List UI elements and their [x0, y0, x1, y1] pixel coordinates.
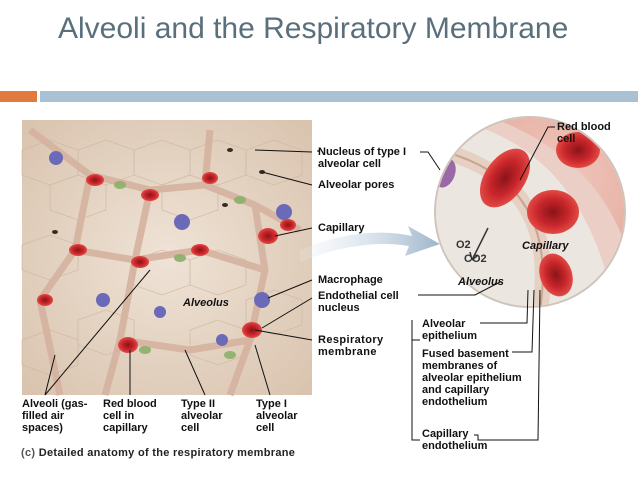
label-respiratory-membrane: Respiratory membrane	[318, 334, 384, 358]
label-fused-basement: Fused basement membranes of alveolar epi…	[422, 348, 522, 408]
leader-lines	[44, 126, 555, 441]
label-co2: CO2	[464, 253, 487, 265]
label-type1-cell: Type I alveolar cell	[256, 398, 298, 434]
label-o2: O2	[456, 239, 471, 251]
caption-tag: (c)	[21, 447, 36, 459]
label-type2-cell: Type II alveolar cell	[181, 398, 223, 434]
title-accent-bar-blue	[40, 91, 638, 102]
figure-caption: (c) Detailed anatomy of the respiratory …	[21, 447, 295, 459]
label-alveolus-tissue: Alveolus	[183, 297, 229, 309]
slide-title: Alveoli and the Respiratory Membrane	[58, 12, 569, 45]
label-alveoli: Alveoli (gas-filled air spaces)	[22, 398, 88, 434]
caption-text: Detailed anatomy of the respiratory memb…	[38, 447, 296, 459]
macrophages	[49, 151, 292, 346]
label-red-blood-cell-capillary: Red blood cell in capillary	[103, 398, 157, 434]
label-alveolar-epithelium: Alveolar epithelium	[422, 318, 478, 342]
capillary-rbcs	[37, 172, 296, 353]
label-capillary-endothelium: Capillary endothelium	[422, 428, 488, 452]
label-nucleus-type1: Nucleus of type I alveolar cell	[318, 146, 407, 170]
label-endothelial-nucleus: Endothelial cell nucleus	[318, 290, 399, 314]
label-capillary-zoom: Capillary	[522, 240, 569, 252]
label-alveolar-pores: Alveolar pores	[318, 179, 395, 191]
label-alveolus-zoom: Alveolus	[458, 276, 504, 288]
alveolar-tissue	[21, 120, 312, 397]
title-accent-bar-orange	[0, 91, 37, 102]
zoom-arrow	[300, 226, 440, 262]
label-capillary: Capillary	[318, 222, 365, 234]
type2-cells	[114, 181, 246, 359]
label-macrophage: Macrophage	[318, 274, 383, 286]
label-red-blood-cell-zoom: Red blood cell	[557, 121, 611, 145]
